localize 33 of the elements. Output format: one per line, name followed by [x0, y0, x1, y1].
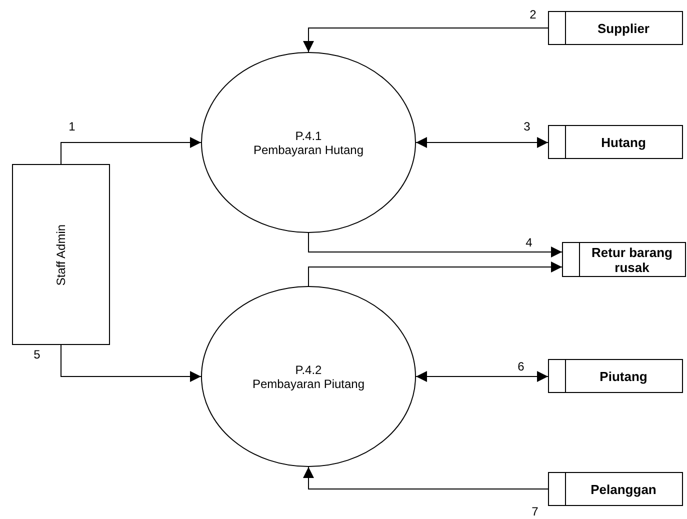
data-store — [548, 359, 683, 393]
arrow — [60, 137, 202, 164]
arrow — [308, 262, 562, 286]
store-name: Pelanggan — [590, 482, 656, 496]
process-name: Pembayaran Hutang — [253, 142, 364, 156]
arrow — [60, 344, 202, 382]
edge-label: 3 — [522, 120, 532, 134]
arrow — [416, 137, 548, 148]
data-store — [562, 242, 686, 277]
arrow — [416, 371, 548, 382]
process-name: Pembayaran Piutang — [252, 376, 365, 390]
entity-name: Staff Admin — [54, 224, 68, 286]
process-circle — [201, 52, 416, 233]
store-name: Retur barang rusak — [590, 244, 674, 274]
process-number: P.4.2 — [295, 362, 322, 376]
arrow — [303, 28, 548, 52]
process-number: P.4.1 — [295, 128, 322, 142]
store-name: Hutang — [601, 134, 646, 150]
edge-label: 1 — [68, 120, 76, 134]
store-name: Piutang — [600, 368, 648, 384]
edge-label: 4 — [524, 236, 534, 250]
store-name: Supplier — [597, 20, 650, 36]
edge-label: 5 — [32, 348, 42, 362]
data-store — [548, 125, 683, 159]
process-circle — [201, 286, 416, 467]
edge-label: 7 — [530, 506, 540, 518]
edge-label: 2 — [528, 8, 538, 22]
arrow — [303, 466, 548, 490]
data-store — [548, 472, 683, 506]
arrow — [308, 232, 562, 258]
edge-label: 6 — [516, 360, 526, 374]
data-store — [548, 11, 683, 45]
entity-box — [12, 164, 110, 345]
